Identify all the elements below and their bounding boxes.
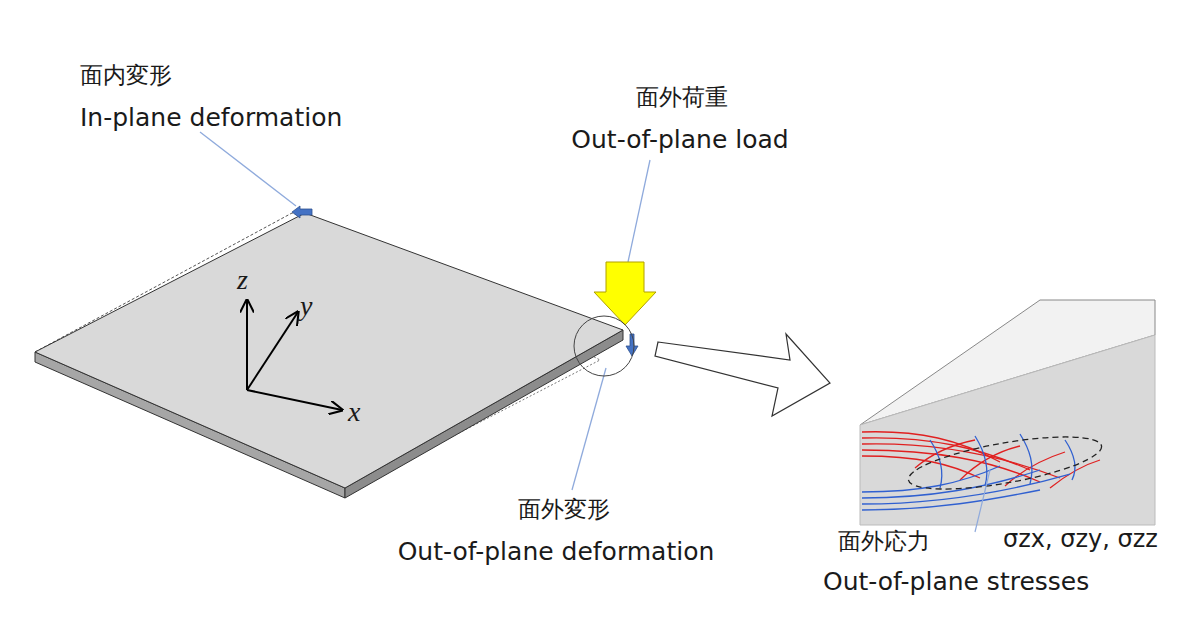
- plate-top: [35, 213, 623, 488]
- in-plane-arrow: [292, 206, 312, 218]
- english-label: Out-of-plane deformation: [398, 538, 715, 567]
- leader-line: [628, 160, 650, 262]
- leader-line: [200, 132, 296, 206]
- japanese-label: 面外変形: [518, 496, 610, 522]
- english-label: Out-of-plane stresses: [823, 568, 1089, 597]
- axis-z: [246, 300, 248, 390]
- dashed-region: [905, 426, 1105, 499]
- axis-x: [247, 390, 342, 410]
- axis-label: z: [237, 264, 248, 296]
- axis-y: [247, 312, 298, 390]
- zoom-arrow: [655, 334, 830, 416]
- block-front: [860, 335, 1155, 525]
- english-label: Out-of-plane load: [571, 126, 788, 155]
- leader-line: [975, 470, 990, 532]
- japanese-label: 面外応力: [838, 528, 930, 554]
- japanese-label: 面外荷重: [636, 84, 728, 110]
- japanese-label: 面内変形: [80, 62, 172, 88]
- zoom-circle: [574, 316, 634, 376]
- leader-line: [572, 368, 606, 490]
- stress-lines: [862, 432, 1100, 510]
- down-arrow: [626, 334, 638, 356]
- axis-label: x: [348, 396, 360, 428]
- axis-label: y: [300, 290, 312, 322]
- stress-symbols: σzx, σzy, σzz: [1003, 526, 1158, 554]
- english-label: In-plane deformation: [80, 104, 342, 133]
